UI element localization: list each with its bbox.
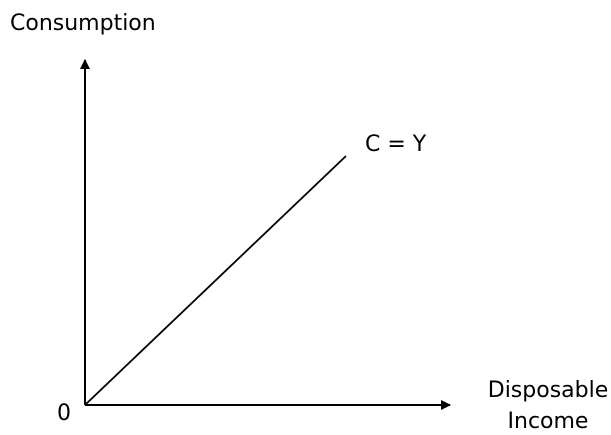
series-label: C = Y <box>365 132 427 157</box>
y-axis-label: Consumption <box>10 11 156 36</box>
origin-label: 0 <box>57 401 71 426</box>
x-axis-label-line-1: Disposable <box>488 378 609 403</box>
x-axis-label-line-2: Income <box>508 409 589 434</box>
series-line-c-equals-y <box>85 155 347 405</box>
